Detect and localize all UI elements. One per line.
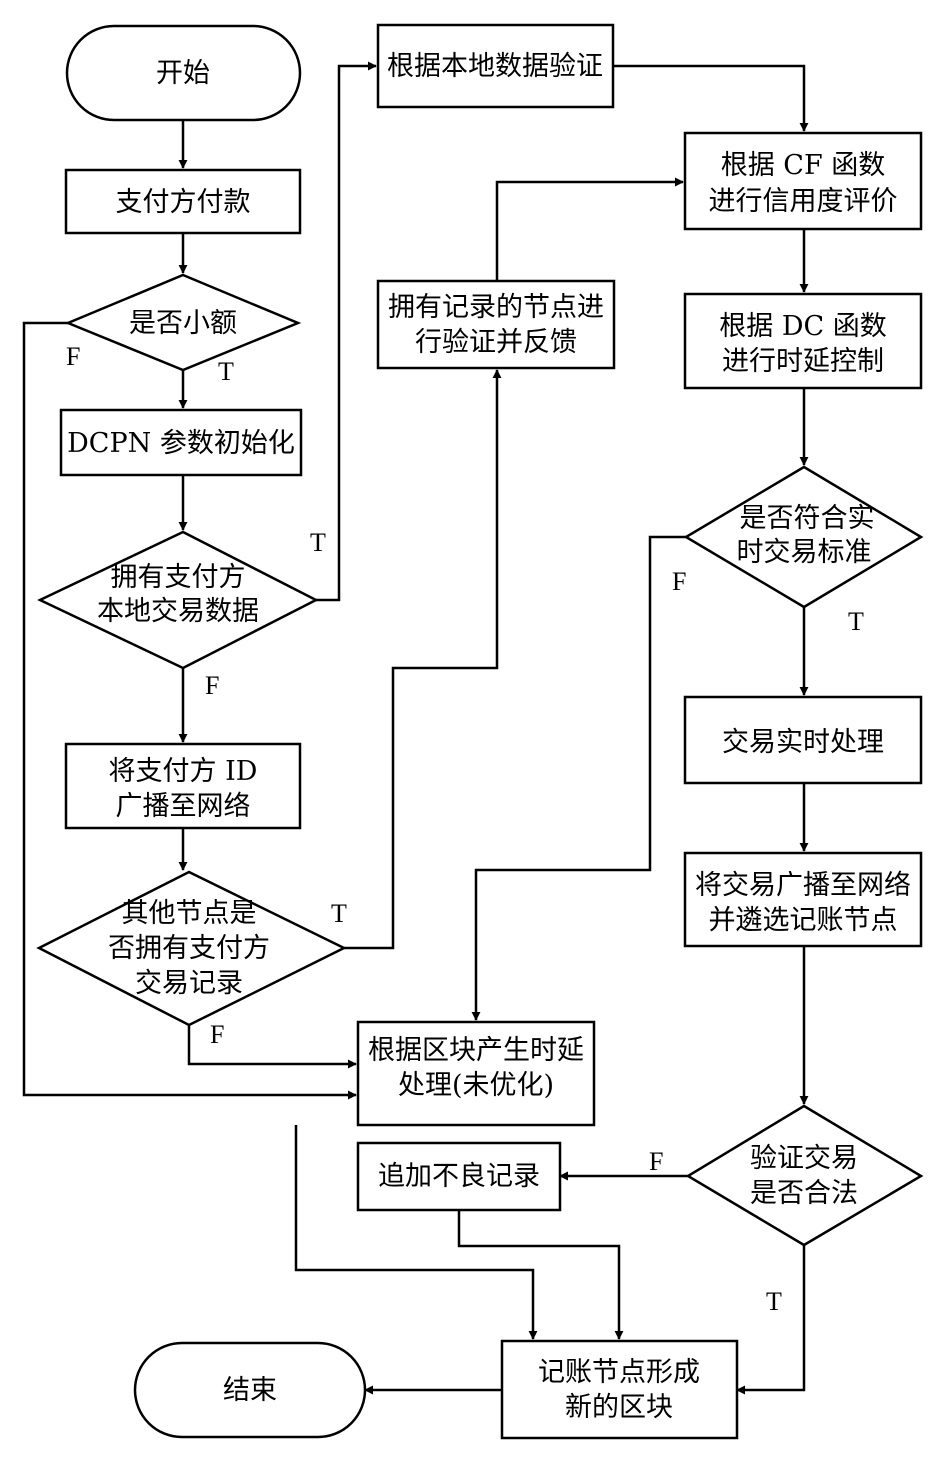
tx-legal-decision [685, 1104, 924, 1247]
nodes-verify-feedback-line1: 拥有记录的节点进 [388, 292, 604, 323]
nodes-verify-feedback-box [376, 279, 616, 370]
broadcast-id-line2: 广播至网络 [116, 791, 251, 822]
realtime-process-label: 交易实时处理 [722, 727, 884, 758]
others-false-label: F [210, 1020, 224, 1049]
dc-delay-line1: 根据 DC 函数 [719, 311, 886, 342]
meets-realtime-line2: 时交易标准 [737, 537, 872, 568]
edge-verifylocal-cf [613, 64, 809, 132]
block-delay-line1: 根据区块产生时延 [368, 1035, 584, 1066]
meets-true-label: T [848, 607, 864, 636]
edge-nodesverify-cf [495, 177, 684, 281]
broadcast-id-box [64, 742, 302, 830]
end-label: 结束 [223, 1375, 277, 1406]
verify-local-label: 根据本地数据验证 [387, 51, 603, 82]
broadcast-select-line2: 并遴选记账节点 [709, 905, 898, 936]
shapes [36, 23, 924, 1440]
legal-true-label: T [766, 1287, 782, 1316]
start-terminal [65, 24, 302, 122]
nodes-verify-feedback-line2: 行验证并反馈 [415, 327, 577, 358]
legal-false-label: F [649, 1147, 663, 1176]
edge-badrecord-formblock [457, 1210, 624, 1340]
broadcast-id-line1: 将支付方 ID [109, 756, 258, 787]
has-local-data-decision [37, 530, 319, 670]
edge-blockdelay-formblock [294, 1125, 538, 1340]
has-local-data-line2: 本地交易数据 [97, 596, 259, 627]
start-label: 开始 [156, 58, 210, 89]
form-block-box [500, 1339, 739, 1440]
others-have-record-line1: 其他节点是 [122, 898, 257, 929]
others-true-label: T [331, 899, 347, 928]
edge-small-blockdelay [22, 321, 357, 1100]
bad-record-box [356, 1141, 562, 1212]
is-small-true-label: T [218, 357, 234, 386]
edge-haslocal-verifylocal [316, 61, 377, 602]
dcpn-init-label: DCPN 参数初始化 [67, 428, 295, 459]
form-block-line2: 新的区块 [565, 1392, 673, 1423]
node-labels: 开始 支付方付款 是否小额 DCPN 参数初始化 拥有支付方 本地交易数据 将支… [67, 51, 911, 1423]
dc-delay-line2: 进行时延控制 [722, 346, 884, 377]
end-terminal [133, 1341, 367, 1439]
verify-local-box [376, 23, 615, 109]
tx-legal-line1: 验证交易 [750, 1143, 858, 1174]
payer-pay-box [64, 168, 302, 235]
bad-record-label: 追加不良记录 [378, 1161, 540, 1192]
others-have-record-decision [36, 870, 347, 1027]
cf-credit-line1: 根据 CF 函数 [721, 150, 886, 181]
cf-credit-box [683, 131, 923, 231]
form-block-line1: 记账节点形成 [538, 1357, 700, 1388]
meets-realtime-line1: 是否符合实 [740, 503, 875, 534]
realtime-process-box [683, 695, 923, 785]
broadcast-select-box [683, 851, 923, 948]
dc-delay-box [683, 292, 923, 390]
has-local-true-label: T [310, 528, 326, 557]
is-small-decision [64, 273, 302, 372]
has-local-false-label: F [205, 671, 219, 700]
edge-legal-formblock [736, 1245, 806, 1395]
is-small-label: 是否小额 [129, 308, 237, 339]
others-have-record-line2: 否拥有支付方 [108, 933, 270, 964]
meets-realtime-decision [683, 465, 924, 609]
block-delay-box [356, 1020, 596, 1127]
edge-meets-blockdelay [471, 535, 686, 1021]
broadcast-select-line1: 将交易广播至网络 [695, 870, 911, 901]
branch-labels: F T T F T F F T F T [66, 342, 864, 1316]
payer-pay-label: 支付方付款 [116, 187, 251, 218]
cf-credit-line2: 进行信用度评价 [709, 186, 898, 217]
tx-legal-line2: 是否合法 [750, 1178, 858, 1209]
has-local-data-line1: 拥有支付方 [111, 562, 246, 593]
connectors [22, 61, 809, 1395]
others-have-record-line3: 交易记录 [135, 968, 243, 999]
is-small-false-label: F [66, 342, 80, 371]
edge-others-nodesverify [344, 369, 502, 950]
block-delay-line2: 处理(未优化) [398, 1070, 554, 1101]
meets-false-label: F [672, 567, 686, 596]
edge-others-blockdelay [187, 1025, 357, 1069]
dcpn-init-box [59, 408, 303, 477]
